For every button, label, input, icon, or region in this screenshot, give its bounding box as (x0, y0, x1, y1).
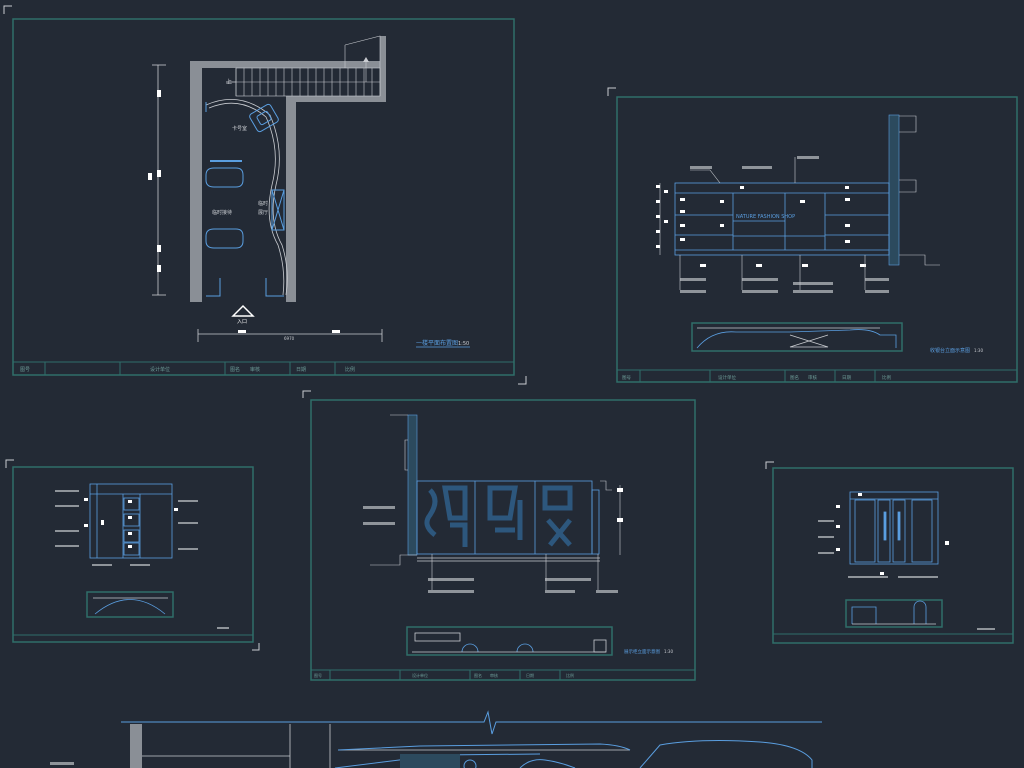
entry-doors (205, 102, 284, 297)
display-plan-strip (406, 626, 613, 656)
plan-fixtures: 卡号室 临时接待 临时 展厅 (205, 102, 285, 297)
display-table (205, 160, 244, 249)
titleblock-cell: 设计单位 (412, 672, 428, 678)
titleblock-cell: 图号 (314, 672, 322, 678)
dimension-horizontal (197, 329, 383, 342)
sheet-elevation-small-right (765, 461, 1014, 644)
titleblock-cell: 图名 (790, 374, 799, 381)
entrance-label: 入口 (237, 319, 247, 325)
titleblock-cell: 图名 (230, 366, 240, 373)
room-label: 卡号室 (232, 125, 247, 132)
titleblock-elevation-a: 图号 设计单位 图名 审核 日期 比例 (617, 369, 1017, 382)
cashier-cabinet (674, 182, 890, 256)
titleblock-elevation-b: 图号 设计单位 图名 审核 日期 比例 (311, 669, 695, 680)
drawing-title-floor-plan: 一楼平面布置图 1:50 (416, 339, 470, 348)
titleblock-cell: 审核 (250, 366, 260, 373)
room-label: 临时 (258, 200, 268, 207)
titleblock-cell: 审核 (490, 672, 498, 678)
reception-desk (249, 103, 279, 133)
signage-text: NATURE FASHION SHOP (736, 214, 795, 220)
titleblock-cell: 日期 (526, 672, 534, 678)
sheet-floor-plan: 图号 设计单位 图名 审核 日期 比例 (3, 5, 527, 385)
entrance-marker: 入口 (231, 304, 255, 325)
wall-section (407, 414, 418, 556)
drawing-scale: 1:30 (664, 649, 673, 654)
callout-leaders (679, 156, 889, 293)
display-wall-pattern (424, 485, 573, 547)
titleblock-cell: 比例 (882, 374, 891, 381)
dimension-text: 6970 (284, 336, 295, 341)
drawing-scale: 1:50 (458, 341, 469, 347)
titleblock-cell: 图号 (622, 375, 631, 381)
drawing-scale: 1:30 (974, 348, 983, 353)
glass-display (271, 189, 285, 231)
titleblock-cell: 图名 (474, 672, 482, 678)
sheet-elevation-small-left (5, 459, 260, 651)
glass-doors (849, 491, 939, 565)
titleblock-cell: 日期 (842, 375, 851, 381)
titleblock-cell: 审核 (808, 374, 817, 381)
sheet-elevation-a: 图号 设计单位 图名 审核 日期 比例 (607, 87, 1018, 383)
drawing-title: 展示柜立面示意图 (624, 648, 660, 655)
dimension-vertical (148, 64, 166, 296)
plan-walls (190, 36, 386, 302)
staircase: 上 (226, 35, 381, 97)
door-plan-strip (845, 599, 943, 628)
wall-section (888, 114, 900, 266)
titleblock-floor-plan: 图号 设计单位 图名 审核 日期 比例 (13, 361, 514, 375)
cabinet-plan-strip (691, 322, 903, 352)
titleblock-cell: 设计单位 (718, 374, 736, 381)
titleblock-cell: 比例 (566, 672, 574, 678)
svg-text:上: 上 (226, 78, 232, 86)
titleblock-cell: 日期 (296, 367, 306, 373)
drawing-title: 一楼平面布置图 (416, 339, 458, 347)
titleblock-cell: 设计单位 (150, 366, 170, 373)
titleblock-cell: 图号 (20, 367, 30, 373)
titleblock-cell: 比例 (345, 366, 355, 373)
sheet-partial-bottom (50, 710, 822, 768)
room-label: 临时接待 (212, 209, 232, 216)
room-label: 展厅 (258, 210, 268, 216)
display-wall (416, 480, 600, 562)
cabinet-markers (680, 186, 866, 267)
drawing-title: 收银台立面示意图 (930, 347, 970, 354)
sheet-elevation-b: 图号 设计单位 图名 审核 日期 比例 (302, 390, 696, 681)
curved-partition (205, 99, 288, 296)
